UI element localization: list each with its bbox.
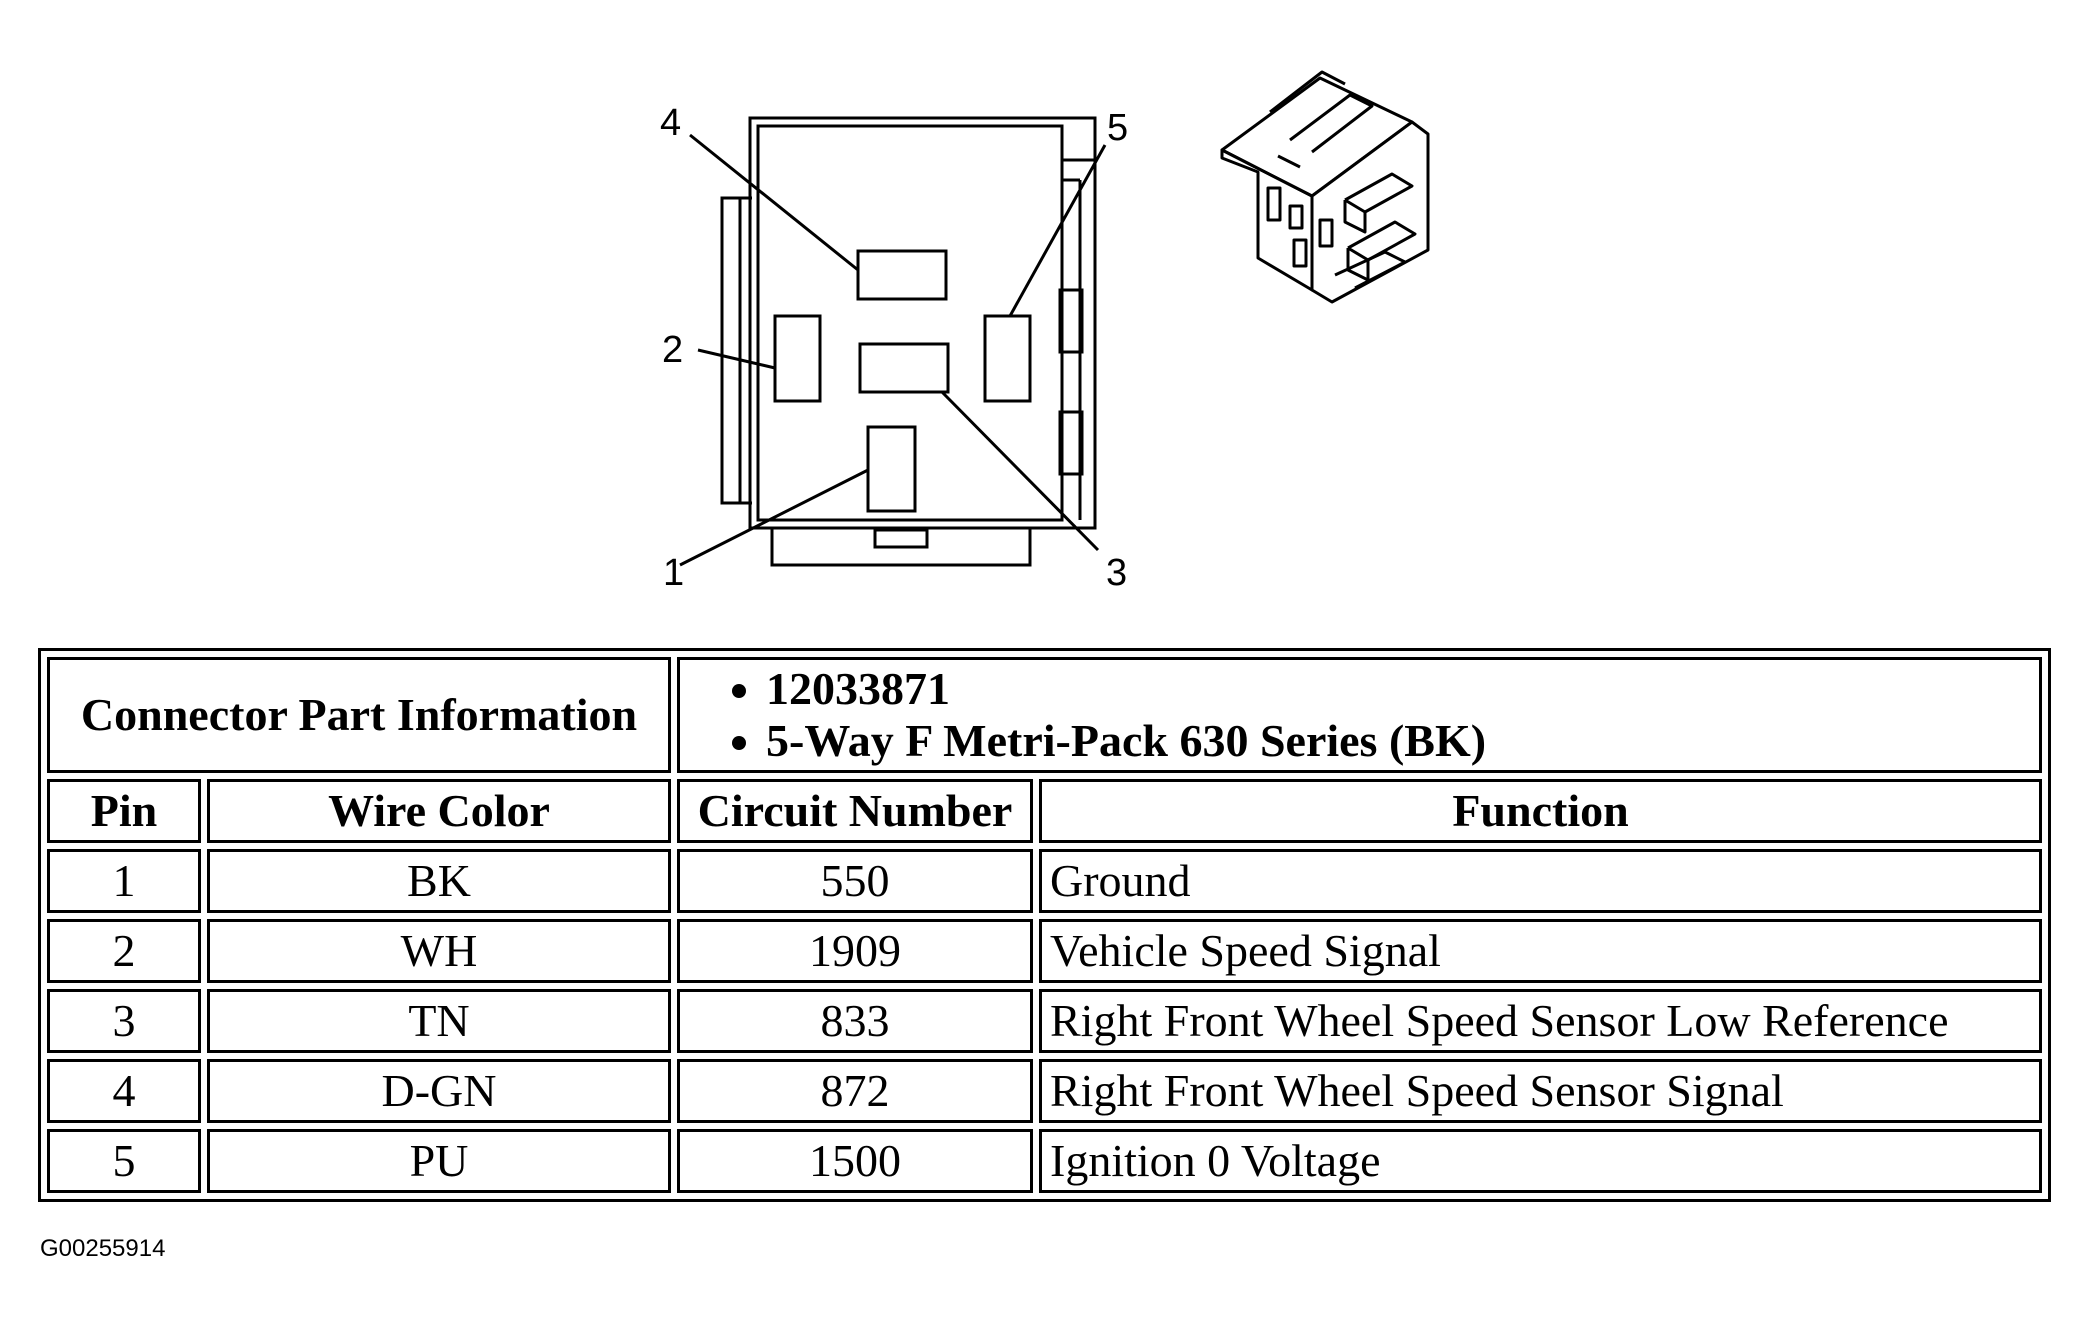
wire-color-cell: D-GN [207,1059,671,1123]
wire-color-cell: PU [207,1129,671,1193]
circuit-cell: 550 [677,849,1033,913]
col-header-wire-color: Wire Color [207,779,671,843]
pin-label-3: 3 [1106,552,1127,594]
figure-id: G00255914 [40,1235,166,1262]
col-header-function: Function [1039,779,2042,843]
circuit-cell: 872 [677,1059,1033,1123]
part-description: 5-Way F Metri-Pack 630 Series (BK) [766,715,2031,767]
table-row: 5 PU 1500 Ignition 0 Voltage [47,1129,2042,1193]
pin-label-4: 4 [660,102,681,144]
table-row: 4 D-GN 872 Right Front Wheel Speed Senso… [47,1059,2042,1123]
function-cell: Right Front Wheel Speed Sensor Low Refer… [1039,989,2042,1053]
column-header-row: Pin Wire Color Circuit Number Function [47,779,2042,843]
pin-cell: 2 [47,919,201,983]
cavity-4 [856,249,948,301]
col-header-circuit-number: Circuit Number [677,779,1033,843]
function-cell: Right Front Wheel Speed Sensor Signal [1039,1059,2042,1123]
cavity-3 [858,342,950,394]
wire-color-cell: TN [207,989,671,1053]
pin-cell: 1 [47,849,201,913]
circuit-cell: 1909 [677,919,1033,983]
connector-isometric-view [1220,70,1430,304]
function-cell: Vehicle Speed Signal [1039,919,2042,983]
circuit-cell: 1500 [677,1129,1033,1193]
connector-info-label: Connector Part Information [47,657,671,773]
cavity-1 [866,425,917,513]
connector-pin-table: Connector Part Information 12033871 5-Wa… [38,648,2051,1202]
cavity-5 [983,314,1032,403]
pin-callout-labels: 4 2 5 1 3 [660,102,1128,594]
connector-diagram: 4 2 5 1 3 [660,70,1430,594]
connector-part-info: 12033871 5-Way F Metri-Pack 630 Series (… [677,657,2042,773]
pin-cell: 5 [47,1129,201,1193]
pin-cell: 4 [47,1059,201,1123]
function-cell: Ignition 0 Voltage [1039,1129,2042,1193]
wire-color-cell: BK [207,849,671,913]
pin-label-1: 1 [663,552,684,594]
table-row: 2 WH 1909 Vehicle Speed Signal [47,919,2042,983]
pin-cell: 3 [47,989,201,1053]
cavity-2 [773,314,822,403]
part-info-list: 12033871 5-Way F Metri-Pack 630 Series (… [688,663,2031,767]
wire-color-cell: WH [207,919,671,983]
col-header-pin: Pin [47,779,201,843]
function-cell: Ground [1039,849,2042,913]
part-number: 12033871 [766,663,2031,715]
connector-face-view [720,116,1097,567]
pin-label-5: 5 [1107,107,1128,149]
pin-label-2: 2 [662,329,683,371]
connector-info-row: Connector Part Information 12033871 5-Wa… [47,657,2042,773]
table-row: 3 TN 833 Right Front Wheel Speed Sensor … [47,989,2042,1053]
pin-leader-lines [679,133,1107,567]
table-row: 1 BK 550 Ground [47,849,2042,913]
circuit-cell: 833 [677,989,1033,1053]
